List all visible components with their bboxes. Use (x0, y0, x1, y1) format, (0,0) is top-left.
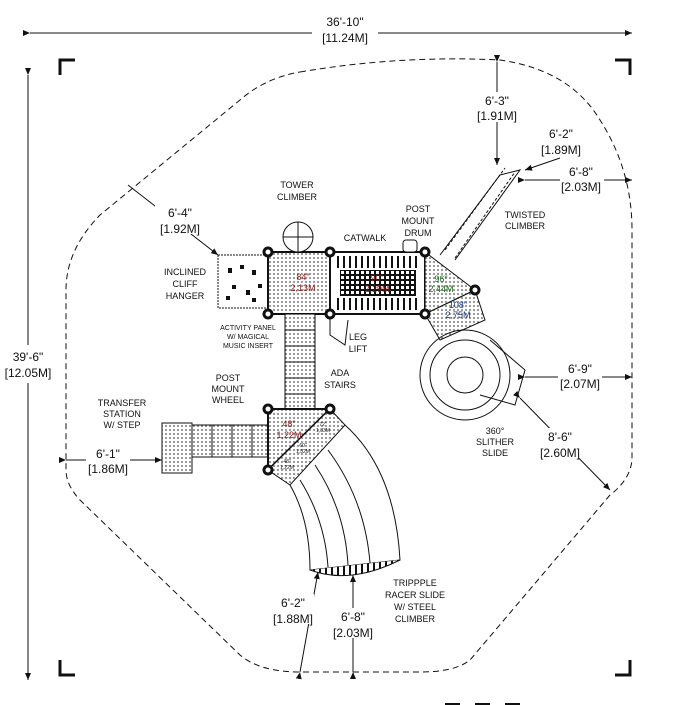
deck-height-in: 90" (370, 273, 383, 283)
label-cliff-hanger: INCLINED (164, 267, 207, 277)
clearance-ft: 8'-6" (548, 430, 572, 444)
deck-height-m: 1,83M (316, 428, 330, 434)
clearance-ft: 6'-3" (485, 94, 509, 108)
label-post-mount-drum: MOUNT (402, 216, 435, 226)
deck-height-m: 1,22M (276, 430, 301, 440)
deck-labels: 84" 2,13M 90" 2,29M 96" 2,44M 108" 2,75M… (276, 272, 470, 471)
clearance-m: [1.92M] (160, 222, 200, 236)
deck-height-m: 2,75M (445, 310, 470, 320)
clearance-m: [1.86M] (88, 462, 128, 476)
component-labels: TOWER CLIMBER POST MOUNT DRUM CATWALK TW… (98, 180, 546, 624)
label-activity-panel: ACTIVITY PANEL (220, 325, 276, 332)
label-post-mount-drum: DRUM (405, 228, 432, 238)
deck-height-m: 1,52M (296, 449, 310, 455)
label-transfer-station: W/ STEP (103, 420, 140, 430)
label-post-mount-wheel: MOUNT (212, 384, 245, 394)
label-post-mount-wheel: POST (216, 373, 241, 383)
clearance-m: [2.03M] (333, 626, 373, 640)
label-racer-slide: CLIMBER (395, 614, 436, 624)
label-ada-stairs: STAIRS (324, 380, 356, 390)
clearance-m: [2.07M] (560, 377, 600, 391)
deck-height-in: 48" (283, 459, 291, 465)
overall-width-dimension: 36'-10" [11.24M] (23, 12, 632, 46)
corner-marks (58, 58, 632, 677)
label-cliff-hanger: CLIFF (172, 279, 198, 289)
label-cliff-hanger: HANGER (166, 291, 205, 301)
label-racer-slide: W/ STEEL (394, 602, 436, 612)
deck-height-m: 2,44M (428, 284, 453, 294)
label-activity-panel: W/ MAGICAL (227, 334, 269, 341)
label-post-mount-drum: POST (406, 204, 431, 214)
clearance-m: [2.60M] (540, 446, 580, 460)
label-transfer-station: STATION (103, 409, 141, 419)
deck-height-in: 108" (449, 300, 467, 310)
deck-height-in: 48" (282, 419, 295, 429)
clearance-ft: 6'-2" (549, 127, 573, 141)
deck-height-in: 72" (319, 422, 327, 428)
width-m: [11.24M] (322, 31, 368, 45)
clearance-ft: 6'-2" (281, 596, 305, 610)
label-slither-slide: 360° (486, 426, 505, 436)
deck-height-in: 60" (299, 443, 307, 449)
label-post-mount-wheel: WHEEL (212, 395, 244, 405)
label-twisted-climber: CLIMBER (505, 221, 546, 231)
label-twisted-climber: TWISTED (505, 210, 546, 220)
clearance-m: [1.89M] (541, 143, 581, 157)
deck-height-m: 1,22M (280, 465, 294, 471)
deck-height-m: 2,13M (290, 283, 315, 293)
width-ft: 36'-10" (326, 15, 363, 29)
label-slither-slide: SLITHER (476, 437, 515, 447)
depth-m: [12.05M] (5, 366, 52, 380)
clearance-dimensions: 6'-3" [1.91M] 6'-2" [1.89M] 6'-8" [2.03M… (59, 55, 632, 680)
clearance-ft: 6'-9" (568, 362, 592, 376)
label-leg-lift: LEG (349, 332, 367, 342)
equipment (161, 167, 526, 577)
clearance-ft: 6'-8" (341, 610, 365, 624)
label-racer-slide: TRIPPPLE (393, 578, 437, 588)
use-zone-boundary (65, 58, 633, 673)
label-tower-climber: CLIMBER (277, 192, 318, 202)
clearance-ft: 6'-1" (96, 447, 120, 461)
label-racer-slide: RACER SLIDE (385, 590, 445, 600)
label-catwalk: CATWALK (344, 233, 387, 243)
deck-height-in: 84" (296, 272, 309, 282)
label-transfer-station: TRANSFER (98, 398, 147, 408)
clearance-m: [1.88M] (273, 612, 313, 626)
depth-ft: 39'-6" (13, 350, 44, 364)
clearance-m: [1.91M] (477, 109, 517, 123)
clearance-m: [2.03M] (561, 180, 601, 194)
label-tower-climber: TOWER (280, 180, 314, 190)
overall-depth-dimension: 39'-6" [12.05M] (2, 68, 54, 680)
deck-height-in: 96" (434, 274, 447, 284)
label-ada-stairs: ADA (331, 368, 350, 378)
clearance-ft: 6'-4" (168, 206, 192, 220)
label-leg-lift: LIFT (349, 344, 368, 354)
label-slither-slide: SLIDE (482, 448, 508, 458)
deck-height-m: 2,29M (364, 284, 389, 294)
label-activity-panel: MUSIC INSERT (223, 343, 274, 350)
clearance-ft: 6'-8" (569, 165, 593, 179)
